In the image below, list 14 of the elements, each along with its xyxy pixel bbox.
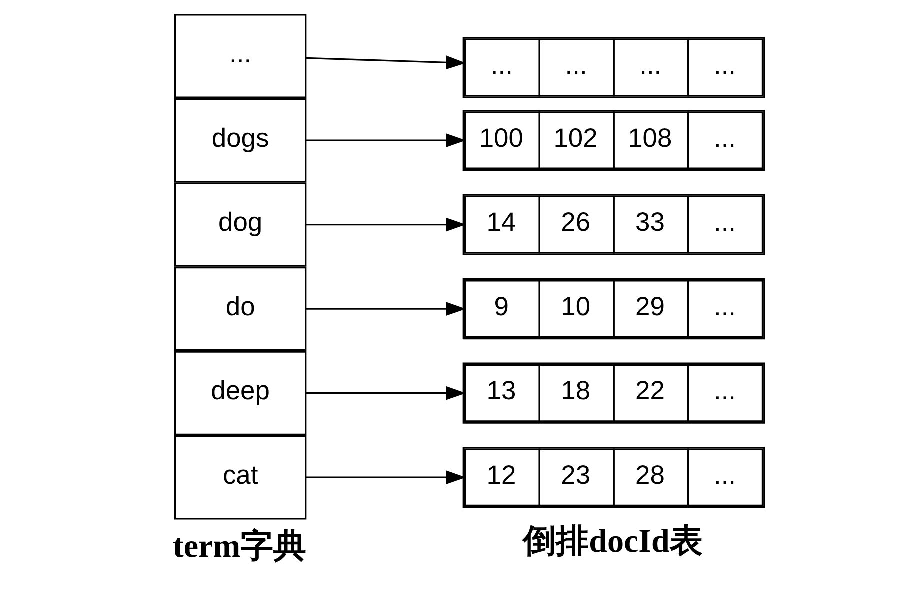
arrow xyxy=(306,470,466,485)
node-box: dog xyxy=(174,182,307,267)
arrow xyxy=(306,302,466,316)
arrow xyxy=(306,134,466,148)
arrow xyxy=(306,386,466,400)
label: 倒排docId表 xyxy=(523,524,703,560)
arrow xyxy=(306,218,466,232)
node-box: cat xyxy=(174,435,307,520)
node-box: dogs xyxy=(174,98,307,183)
node-box: deep xyxy=(174,351,307,436)
arrow xyxy=(306,56,466,70)
node-box: do xyxy=(174,266,307,352)
label: term字典 xyxy=(172,528,307,565)
node-box: ... xyxy=(174,14,307,98)
